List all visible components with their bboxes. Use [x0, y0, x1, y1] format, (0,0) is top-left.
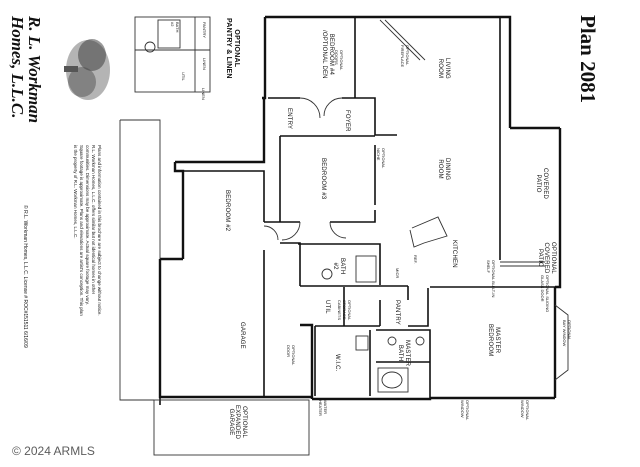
fixtures	[119, 16, 569, 456]
note-refrigerator: REF.	[413, 255, 418, 264]
inset-util: UTIL	[181, 72, 186, 81]
brand-name: R. L. Workman Homes, L.L.C.	[8, 16, 44, 124]
room-bedroom-2: BEDROOM #2	[224, 190, 230, 232]
inset-linen: LINEN	[202, 58, 207, 70]
exterior-walls	[158, 15, 562, 401]
room-util: UTIL	[324, 300, 330, 314]
brand-line-1: R. L. Workman	[25, 16, 44, 124]
brand-line-2: Homes, L.L.C.	[8, 16, 27, 119]
interior-walls	[159, 17, 555, 405]
room-garage: GARAGE	[239, 322, 245, 349]
plan-title: Plan 2081	[576, 15, 600, 104]
room-entry: ENTRY	[286, 108, 292, 130]
room-wic: W.I.C.	[334, 354, 340, 372]
room-kitchen: KITCHEN	[451, 240, 457, 268]
room-bedroom-4: BEDROOM #4/OPTIONAL DEN	[321, 30, 334, 79]
copyright-line: © R.L. Workman Homes, L.L.C. License # R…	[22, 205, 28, 348]
inset-bath-2: BATH#2	[170, 22, 180, 33]
room-foyer: FOYER	[344, 110, 350, 132]
room-bath-2: BATH#2	[332, 258, 345, 275]
disclaimer-text: Plans and information contained in this …	[73, 145, 102, 316]
room-pantry: PANTRY	[394, 300, 400, 325]
inset-pantry: PANTRY	[202, 22, 207, 38]
room-bedroom-3: BEDROOM #3	[320, 158, 326, 200]
armls-watermark: © 2024 ARMLS	[12, 444, 95, 458]
tree-logo-icon	[64, 39, 110, 100]
note-microwave: MICR	[395, 268, 400, 279]
linen-label: LINEN	[201, 88, 206, 100]
